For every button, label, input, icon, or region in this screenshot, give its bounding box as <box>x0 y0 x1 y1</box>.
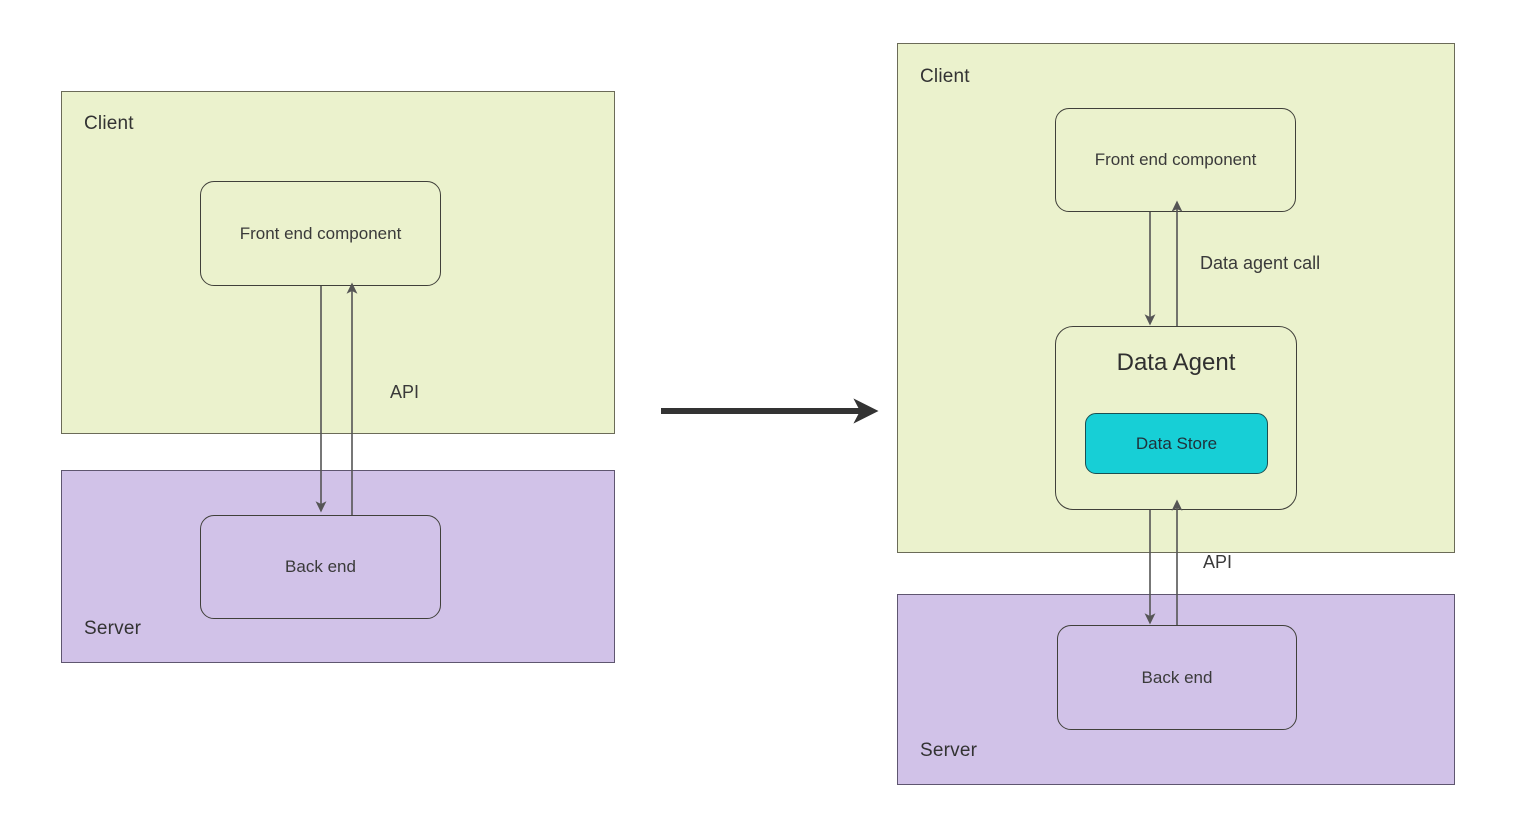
right-server-zone-label: Server <box>920 740 978 761</box>
right-backend-node[interactable]: Back end <box>1057 625 1297 730</box>
left-server-zone-label: Server <box>84 618 142 639</box>
right-api-edge-label: API <box>1203 552 1233 572</box>
left-backend-node[interactable]: Back end <box>200 515 441 619</box>
right-data-agent-call-edge-label: Data agent call <box>1200 253 1321 273</box>
left-client-zone-label: Client <box>84 113 134 134</box>
right-client-zone-label: Client <box>920 66 970 87</box>
right-frontend-component-node[interactable]: Front end component <box>1055 108 1296 212</box>
left-api-edge-label: API <box>390 382 420 402</box>
right-data-store-node[interactable]: Data Store <box>1085 413 1268 474</box>
left-frontend-component-node[interactable]: Front end component <box>200 181 441 286</box>
